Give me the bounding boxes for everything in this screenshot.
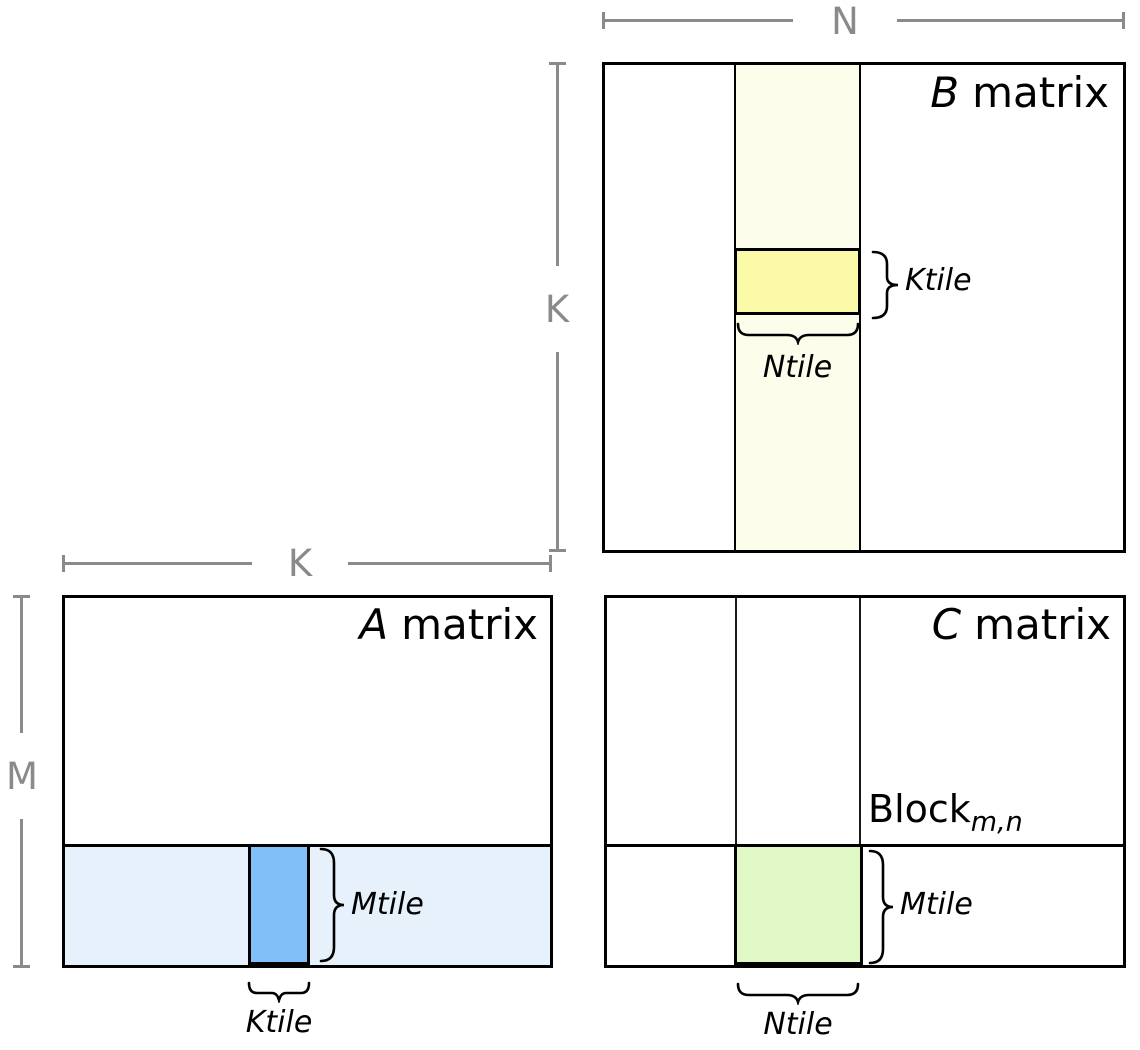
dimension-n-tick-right (1122, 12, 1125, 29)
dimension-n-tick-left (602, 12, 605, 29)
c-row-divider (607, 844, 1123, 847)
dimension-n-label: N (793, 0, 897, 43)
b-ktile-rect (734, 248, 861, 315)
ntile-underbrace-c (736, 982, 860, 1005)
dimension-m-tick-bottom (13, 965, 30, 968)
b-matrix-title-var: B (930, 68, 960, 117)
mtile-brace-a (319, 847, 345, 963)
c-matrix-title-var: C (931, 600, 962, 649)
mtile-label-c: Mtile (900, 887, 973, 922)
a-matrix-title-var: A (359, 600, 389, 649)
block-mn-subscript: m,n (970, 806, 1023, 838)
dimension-k-a-tick-left (62, 555, 65, 572)
mtile-brace-c (868, 849, 894, 965)
dimension-m-label: M (0, 733, 44, 819)
a-mtile-ktile-rect (248, 844, 310, 965)
dimension-k-a-label: K (252, 541, 348, 585)
ktile-underbrace-a (247, 981, 311, 1003)
a-matrix-title-word: matrix (401, 600, 538, 649)
c-block-tile-rect (734, 844, 863, 965)
dimension-k-b-tick-bottom (549, 549, 566, 552)
ntile-label-c: Ntile (763, 1007, 833, 1042)
ktile-label-b: Ktile (905, 263, 972, 298)
ktile-label-a: Ktile (245, 1005, 313, 1040)
b-matrix-title-word: matrix (972, 68, 1109, 117)
ntile-label-b: Ntile (762, 350, 833, 385)
c-matrix-title-word: matrix (974, 600, 1111, 649)
block-mn-label: Blockm,n (868, 786, 1023, 846)
c-column-line-left (735, 598, 737, 965)
dimension-k-b-tick-top (549, 62, 566, 65)
ktile-brace-b (871, 250, 899, 320)
block-mn-word: Block (868, 787, 971, 831)
dimension-m-tick-top (13, 595, 30, 598)
ntile-underbrace-b (736, 322, 860, 345)
dimension-k-a-tick-right (549, 555, 552, 572)
c-column-line-right (859, 598, 861, 965)
mtile-label-a: Mtile (351, 887, 424, 922)
dimension-k-b-label: K (533, 266, 581, 352)
